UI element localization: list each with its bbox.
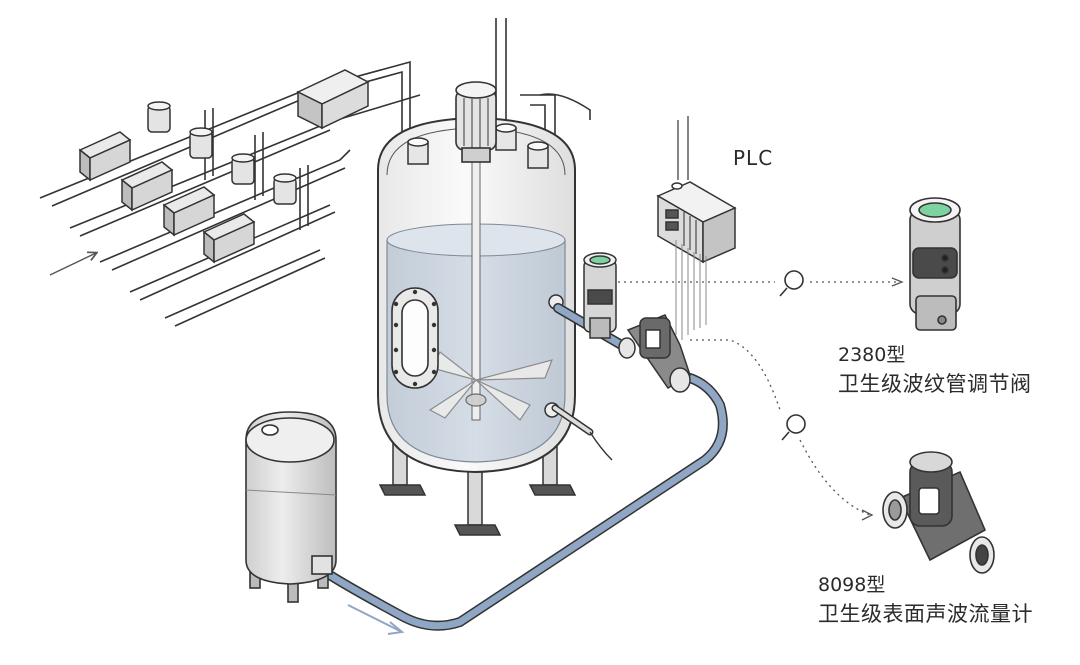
inlet-sensor-1 — [78, 131, 132, 182]
magnifier-icon — [779, 270, 804, 297]
flow-arrow-icon — [49, 253, 96, 276]
inline-flowmeter — [618, 314, 691, 393]
valve-2380-detail — [909, 197, 961, 331]
plc-cabinet — [656, 116, 737, 264]
inlet-sensor-2 — [120, 161, 174, 212]
flowmeter-description-label: 卫生级表面声波流量计 — [818, 602, 1033, 626]
inlet-sensor-4 — [202, 213, 256, 264]
magnifier-icon — [781, 414, 806, 441]
plc-signal-lines — [675, 240, 707, 340]
valve-description-label: 卫生级波纹管调节阀 — [838, 372, 1032, 396]
flowmeter-model-label: 8098型 — [818, 574, 886, 596]
inlet-valves — [147, 101, 297, 205]
callout-arrowhead — [891, 277, 904, 287]
filter-box — [296, 69, 370, 130]
callout-arrowhead — [861, 509, 874, 521]
plc-label: PLC — [733, 146, 774, 170]
callout-lines — [618, 281, 900, 516]
small-tank — [245, 411, 337, 603]
main-tank — [377, 81, 613, 536]
inlet-sensor-3 — [162, 186, 216, 237]
inline-valve — [583, 252, 617, 339]
flowmeter-8098-detail — [882, 451, 995, 574]
flow-arrow-icon — [347, 604, 405, 635]
valve-model-label: 2380型 — [838, 344, 906, 366]
